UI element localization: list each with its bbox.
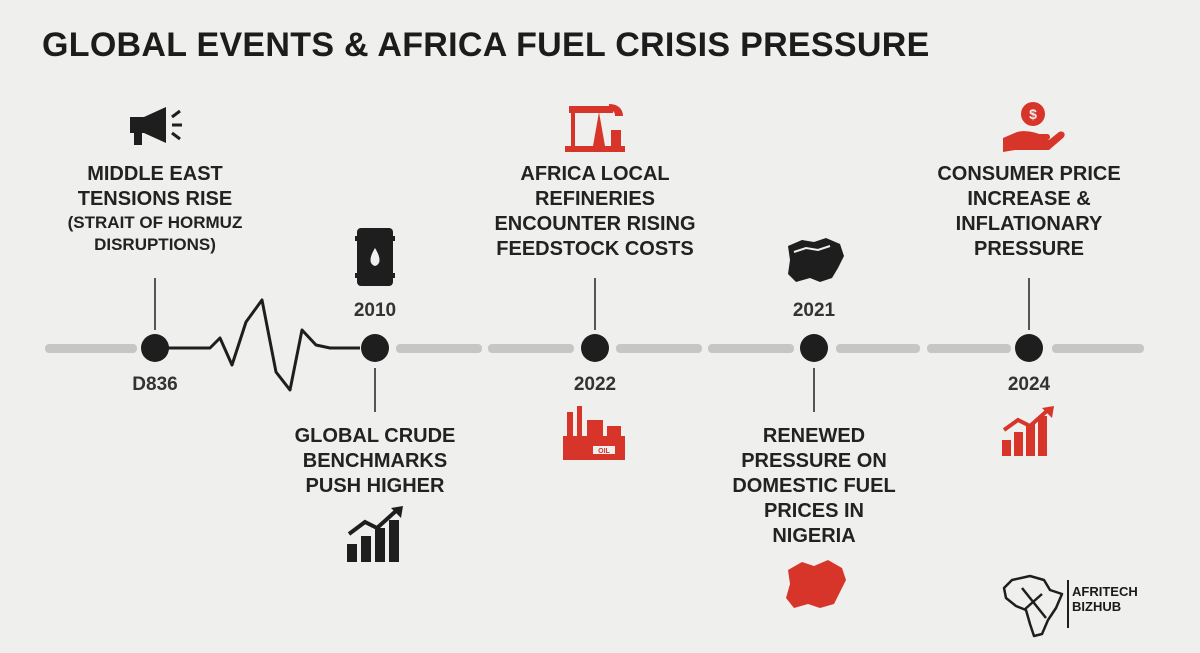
- nigeria-map-icon: [788, 238, 844, 282]
- event-4-line-3: DOMESTIC FUEL: [732, 475, 896, 497]
- event-5-line-1: CONSUMER PRICE: [937, 163, 1121, 185]
- event-1-sub-2: DISRUPTIONS): [94, 235, 216, 254]
- event-4-line-1: RENEWED: [762, 425, 866, 447]
- money-hand-icon: $: [1003, 102, 1065, 152]
- timeline-node: [1015, 334, 1043, 362]
- oil-pump-icon: [565, 104, 625, 152]
- event-1-year: D836: [132, 374, 178, 395]
- event-label-3: AFRICA LOCAL REFINERIES ENCOUNTER RISING…: [470, 162, 720, 262]
- event-1-line-2: TENSIONS RISE: [77, 188, 233, 210]
- timeline-node: [800, 334, 828, 362]
- event-1-sub-1: (STRAIT OF HORMUZ: [67, 213, 243, 232]
- event-5-year: 2024: [1007, 374, 1051, 395]
- event-3-year: 2022: [573, 374, 617, 395]
- event-label-1: MIDDLE EAST TENSIONS RISE (STRAIT OF HOR…: [55, 162, 255, 256]
- connector-lines: [154, 278, 1030, 412]
- event-2-line-1: GLOBAL CRUDE: [294, 425, 456, 447]
- event-3-line-1: AFRICA LOCAL: [520, 163, 670, 185]
- event-4-line-5: NIGERIA: [772, 525, 856, 547]
- event-4-year: 2021: [792, 300, 836, 321]
- event-5-line-4: PRESSURE: [973, 238, 1085, 260]
- page-title: GLOBAL EVENTS & AFRICA FUEL CRISIS PRESS…: [42, 26, 930, 64]
- event-3-line-3: ENCOUNTER RISING: [494, 213, 696, 235]
- africa-logo-icon: [1002, 574, 1064, 638]
- heartbeat-line: [168, 298, 360, 392]
- svg-text:OIL: OIL: [598, 448, 610, 455]
- brand-logo-line-1: AFRITECH: [1072, 584, 1138, 599]
- rising-chart-icon: [347, 506, 403, 562]
- timeline-node: [361, 334, 389, 362]
- oil-barrel-icon: [355, 228, 395, 286]
- timeline-node: [141, 334, 169, 362]
- event-label-5: CONSUMER PRICE INCREASE & INFLATIONARY P…: [909, 162, 1149, 262]
- event-label-4: RENEWED PRESSURE ON DOMESTIC FUEL PRICES…: [704, 424, 924, 549]
- event-label-2: GLOBAL CRUDE BENCHMARKS PUSH HIGHER: [265, 424, 485, 499]
- rising-chart-red-icon: [1002, 406, 1054, 456]
- brand-logo-line-2: BIZHUB: [1072, 599, 1122, 614]
- brand-logo: AFRITECH BIZHUB: [1072, 584, 1138, 614]
- event-5-line-3: INFLATIONARY: [955, 213, 1103, 235]
- event-1-line-1: MIDDLE EAST: [87, 163, 223, 185]
- svg-text:$: $: [1029, 106, 1037, 122]
- event-3-line-4: FEEDSTOCK COSTS: [496, 238, 694, 260]
- event-3-line-2: REFINERIES: [534, 188, 656, 210]
- event-2-line-2: BENCHMARKS: [302, 450, 448, 472]
- event-5-line-2: INCREASE &: [967, 188, 1091, 210]
- timeline-node: [581, 334, 609, 362]
- event-2-line-3: PUSH HIGHER: [305, 475, 445, 497]
- refinery-icon: OIL: [563, 406, 625, 460]
- event-4-line-4: PRICES IN: [763, 500, 865, 522]
- event-4-line-2: PRESSURE ON: [741, 450, 887, 472]
- nigeria-map-red-icon: [786, 560, 846, 608]
- megaphone-icon: [130, 107, 182, 145]
- event-2-year: 2010: [353, 300, 397, 321]
- timeline-track: [45, 344, 1144, 353]
